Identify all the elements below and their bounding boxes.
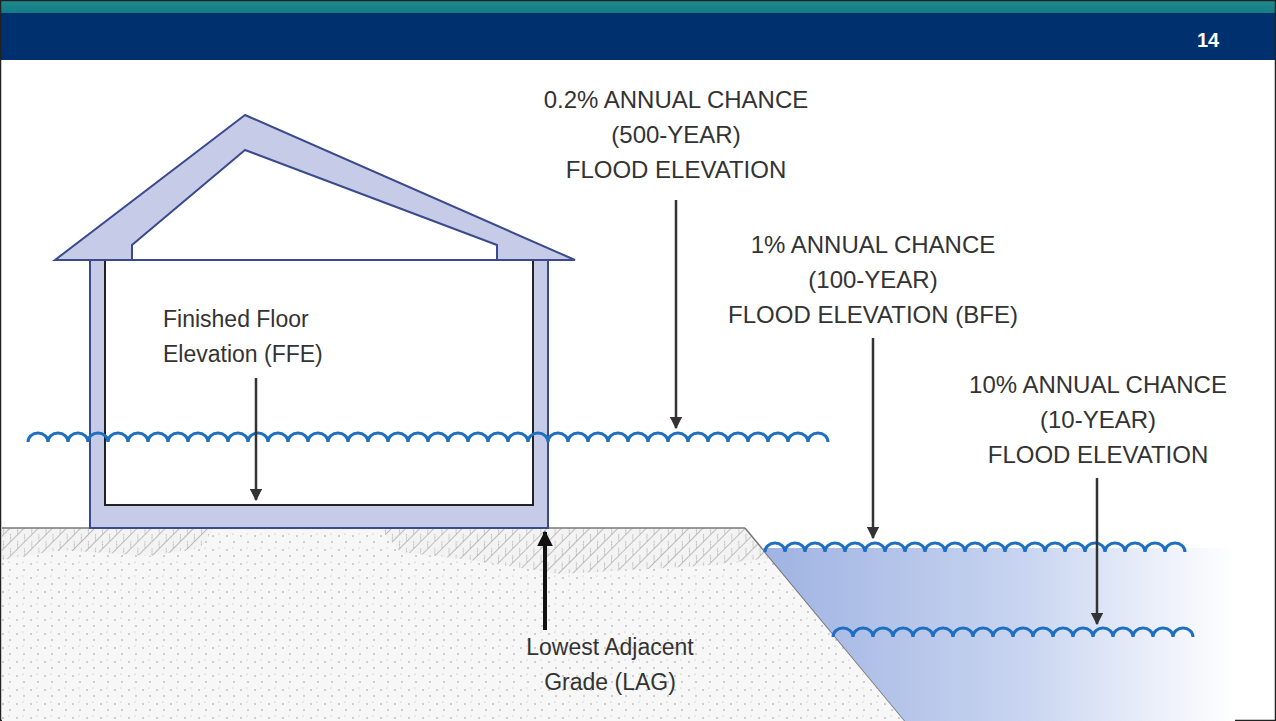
flood-elevation-label: 10% ANNUAL CHANCE (10-YEAR) FLOOD ELEVAT… bbox=[969, 367, 1227, 472]
flood-elevation-label: 0.2% ANNUAL CHANCE (500-YEAR) FLOOD ELEV… bbox=[544, 82, 809, 187]
water-surface bbox=[833, 628, 1193, 637]
grade-label: Lowest Adjacent Grade (LAG) bbox=[526, 630, 694, 700]
water-surface bbox=[765, 543, 1185, 552]
floor-elevation-label: Finished Floor Elevation (FFE) bbox=[163, 302, 323, 372]
flood-elevation-label: 1% ANNUAL CHANCE (100-YEAR) FLOOD ELEVAT… bbox=[728, 227, 1018, 332]
water-surface bbox=[28, 433, 828, 442]
page-number: 14 bbox=[1197, 28, 1219, 52]
